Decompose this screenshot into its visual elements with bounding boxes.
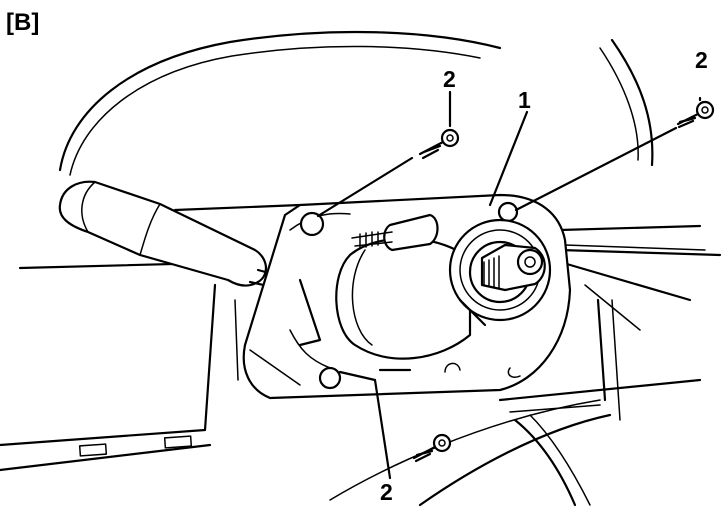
screw-top-right (676, 100, 715, 129)
steering-wheel-rim (58, 30, 654, 176)
combination-switch-housing (242, 193, 572, 400)
callout-switch: 1 (518, 87, 531, 113)
callout-screw-top-right: 2 (695, 47, 708, 73)
screw-top-left (418, 128, 460, 160)
screw-bottom (412, 433, 452, 463)
column-cover (0, 203, 702, 507)
callout-screw-bottom: 2 (380, 479, 393, 505)
callout-screw-top-left: 2 (443, 66, 456, 92)
leader-lines (316, 90, 702, 480)
figure-label: [B] (6, 9, 39, 36)
steering-column (558, 224, 722, 421)
